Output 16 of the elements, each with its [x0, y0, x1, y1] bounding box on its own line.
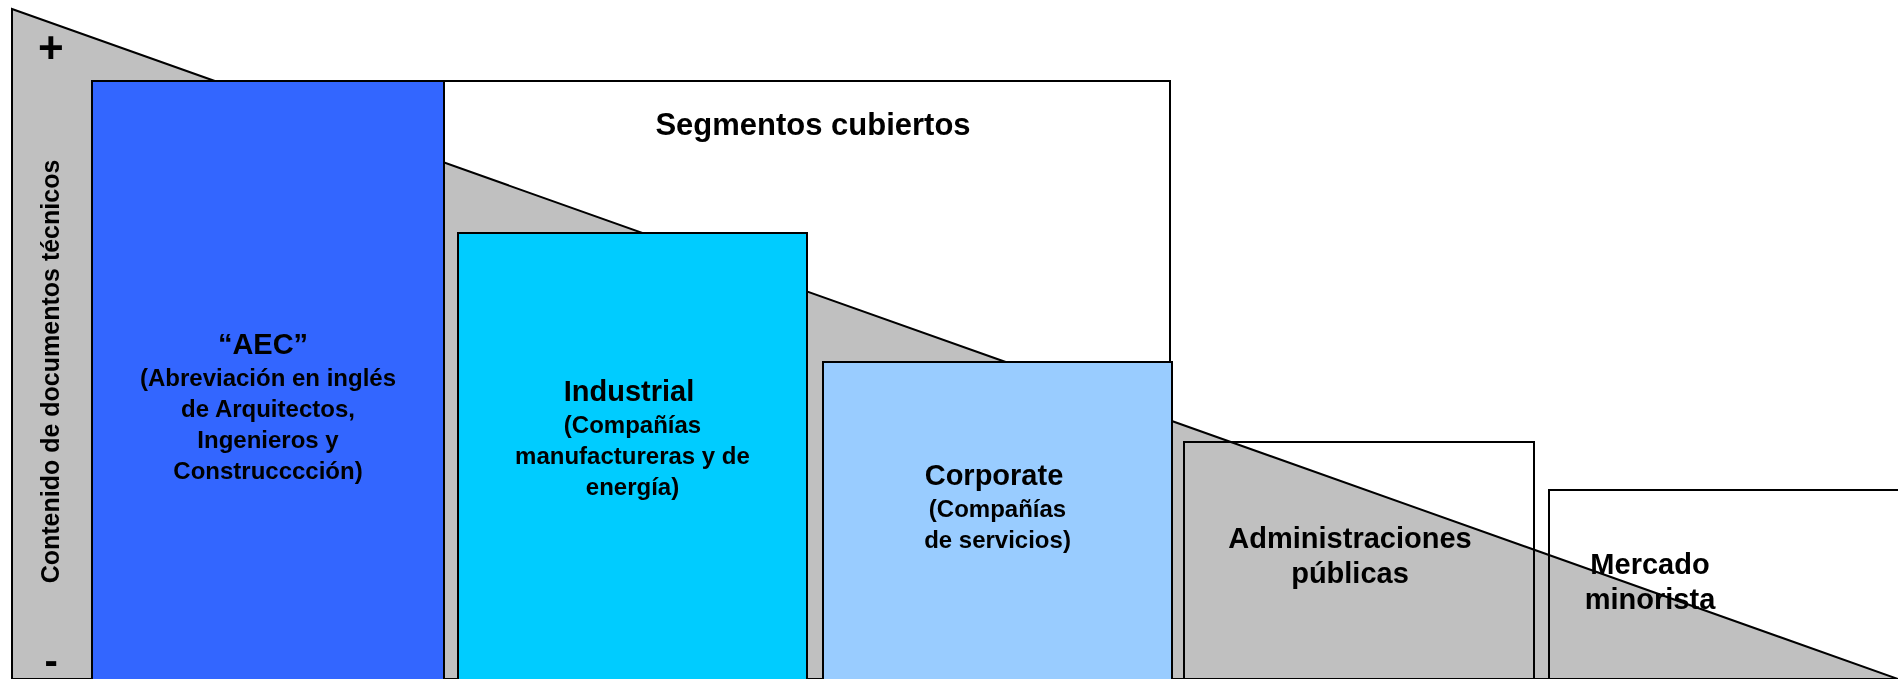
segment-group-box [91, 80, 1171, 679]
segment-title: “AEC” [216, 327, 310, 362]
group-heading: Segmentos cubiertos [654, 106, 972, 144]
segment-box [457, 232, 808, 679]
segment-title: Administraciones públicas [1227, 521, 1473, 591]
segment-box [822, 361, 1173, 679]
segment-box [91, 80, 445, 679]
segment-title: Industrial [562, 374, 696, 409]
axis-plus-sign: + [38, 26, 64, 70]
segment-description: (Abreviación en inglés de Arquitectos, Ingenieros y Construcccción) [138, 362, 398, 487]
segment-description: (Compañías de servicios) [923, 493, 1072, 555]
segment-title: Corporate [923, 458, 1065, 493]
segment-description: (Compañías manufactureras y de energía) [514, 409, 751, 503]
axis-title: Contenido de documentos técnicos [38, 159, 64, 583]
segment-box [1183, 441, 1535, 679]
axis-minus-sign: - [44, 640, 58, 679]
